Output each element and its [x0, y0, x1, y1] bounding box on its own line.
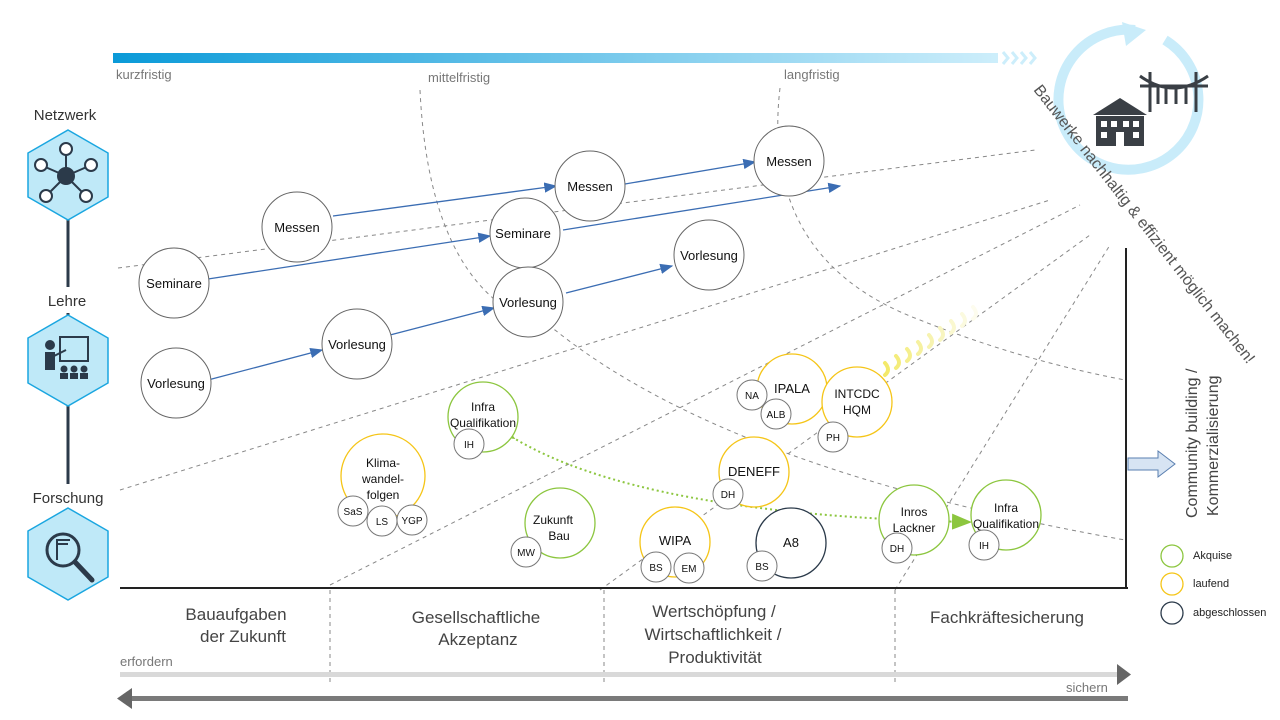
project-a8[interactable]: A8 BS	[746, 507, 827, 582]
pillar-network-label: Netzwerk	[34, 107, 97, 124]
wipa-tag-1: BS	[649, 563, 663, 574]
flow-arrows	[207, 158, 842, 381]
klima-line3: folgen	[367, 488, 400, 502]
project-wipa[interactable]: WIPA BS EM	[639, 506, 711, 584]
klima-tag-2: LS	[376, 517, 389, 528]
infra-2-tag: IH	[979, 541, 989, 552]
right-arrow-icon	[1127, 449, 1176, 479]
research-icon	[45, 532, 95, 583]
klima-line2: wandel-	[361, 472, 404, 486]
bubble-vorlesung-4[interactable]: Vorlesung	[680, 248, 738, 263]
zukunft-line1: Zukunft	[533, 513, 574, 527]
project-zukunft-bau[interactable]: Zukunft Bau MW	[510, 487, 596, 568]
infra-2-line1: Infra	[994, 501, 1018, 515]
wipa-name: WIPA	[659, 533, 692, 548]
research-hex	[27, 507, 109, 601]
deneff-tag: DH	[721, 490, 735, 501]
intcdc-tag: PH	[826, 433, 840, 444]
bubble-vorlesung-1[interactable]: Vorlesung	[147, 376, 205, 391]
right-label-line2: Kommerzialisierung	[1205, 376, 1222, 517]
topic-1-line2: der Zukunft	[200, 627, 286, 646]
topic-3-line1: Wertschöpfung /	[652, 602, 776, 621]
ipala-tag-2: ALB	[767, 410, 786, 421]
teaching-icon	[45, 336, 89, 379]
bridge-icon	[1139, 72, 1209, 112]
project-ipala[interactable]: IPALA NA ALB	[736, 353, 828, 430]
buildings-icon	[1093, 98, 1147, 146]
klima-tag-1: SaS	[344, 507, 363, 518]
inros-line2: Lackner	[893, 521, 936, 535]
bubble-vorlesung-2[interactable]: Vorlesung	[328, 337, 386, 352]
project-infra-2[interactable]: Infra Qualifikation IH	[968, 479, 1042, 561]
network-icon	[34, 142, 98, 203]
intcdc-line1: INTCDC	[834, 387, 880, 401]
timeline-mid-label: mittelfristig	[428, 70, 490, 85]
intcdc-momentum-arrow	[883, 305, 978, 377]
project-intcdc[interactable]: INTCDC HQM PH	[817, 366, 893, 453]
arrow-sichern	[117, 688, 1128, 709]
project-deneff[interactable]: DENEFF DH	[712, 436, 790, 510]
arrow-erfordern	[120, 664, 1131, 685]
pillar-network-tag	[20, 101, 110, 127]
timeline-long-label: langfristig	[784, 67, 840, 82]
pillar-teaching-label: Lehre	[48, 293, 86, 310]
topic-2-line1: Gesellschaftliche	[412, 608, 541, 627]
pillar-teaching-tag	[30, 287, 105, 313]
inros-tag: DH	[890, 544, 904, 555]
a8-name: A8	[783, 535, 799, 550]
bubble-messen-1[interactable]: Messen	[274, 220, 320, 235]
klima-line1: Klima-	[366, 456, 400, 470]
goal-ring	[1053, 22, 1204, 175]
infra-1-tag: IH	[464, 440, 474, 451]
topic-3-line3: Produktivität	[668, 648, 762, 667]
bubble-seminare-2[interactable]: Seminare	[495, 226, 551, 241]
axis-sichern-label: sichern	[1066, 680, 1108, 695]
inros-line1: Inros	[901, 505, 928, 519]
legend-ongoing: laufend	[1193, 578, 1229, 590]
topic-3-line2: Wirtschaftlichkeit /	[645, 625, 782, 644]
legend-completed-swatch	[1160, 601, 1184, 625]
legend-acquisition: Akquise	[1193, 550, 1232, 562]
infra-1-line1: Infra	[471, 400, 495, 414]
bubble-vorlesung-3[interactable]: Vorlesung	[499, 295, 557, 310]
legend-ongoing-swatch	[1160, 572, 1184, 596]
project-infra-1[interactable]: Infra Qualifikation IH	[447, 381, 519, 460]
timeline-short-label: kurzfristig	[116, 67, 172, 82]
pillar-research-label: Forschung	[33, 490, 104, 507]
a8-tag: BS	[755, 562, 769, 573]
project-klima[interactable]: Klima- wandel- folgen SaS LS YGP	[337, 433, 428, 537]
infra-2-line2: Qualifikation	[973, 517, 1039, 531]
bubble-seminare-1[interactable]: Seminare	[146, 276, 202, 291]
bubble-messen-2[interactable]: Messen	[567, 179, 613, 194]
deneff-name: DENEFF	[728, 464, 780, 479]
ipala-tag-1: NA	[745, 391, 759, 402]
legend: Akquise laufend abgeschlossen	[1160, 544, 1266, 625]
pillar-research-tag	[20, 484, 115, 510]
legend-completed: abgeschlossen	[1193, 607, 1266, 619]
intcdc-line2: HQM	[843, 403, 871, 417]
zukunft-tag: MW	[517, 548, 535, 559]
axis-erfordern-label: erfordern	[120, 654, 173, 669]
topic-1-line1: Bauaufgaben	[185, 605, 286, 624]
format-bubbles	[138, 125, 825, 419]
zukunft-line2: Bau	[548, 529, 569, 543]
topic-4: Fachkräftesicherung	[930, 608, 1084, 627]
legend-acquisition-swatch	[1160, 544, 1184, 568]
project-inros[interactable]: Inros Lackner DH	[878, 484, 950, 564]
topic-2-line2: Akzeptanz	[438, 630, 517, 649]
bubble-messen-3[interactable]: Messen	[766, 154, 812, 169]
ipala-name: IPALA	[774, 381, 810, 396]
timeline-bar	[113, 51, 1037, 65]
right-label-line1: Community building /	[1184, 368, 1201, 518]
klima-tag-3: YGP	[401, 516, 422, 527]
wipa-tag-2: EM	[682, 564, 697, 575]
infra-1-line2: Qualifikation	[450, 416, 516, 430]
